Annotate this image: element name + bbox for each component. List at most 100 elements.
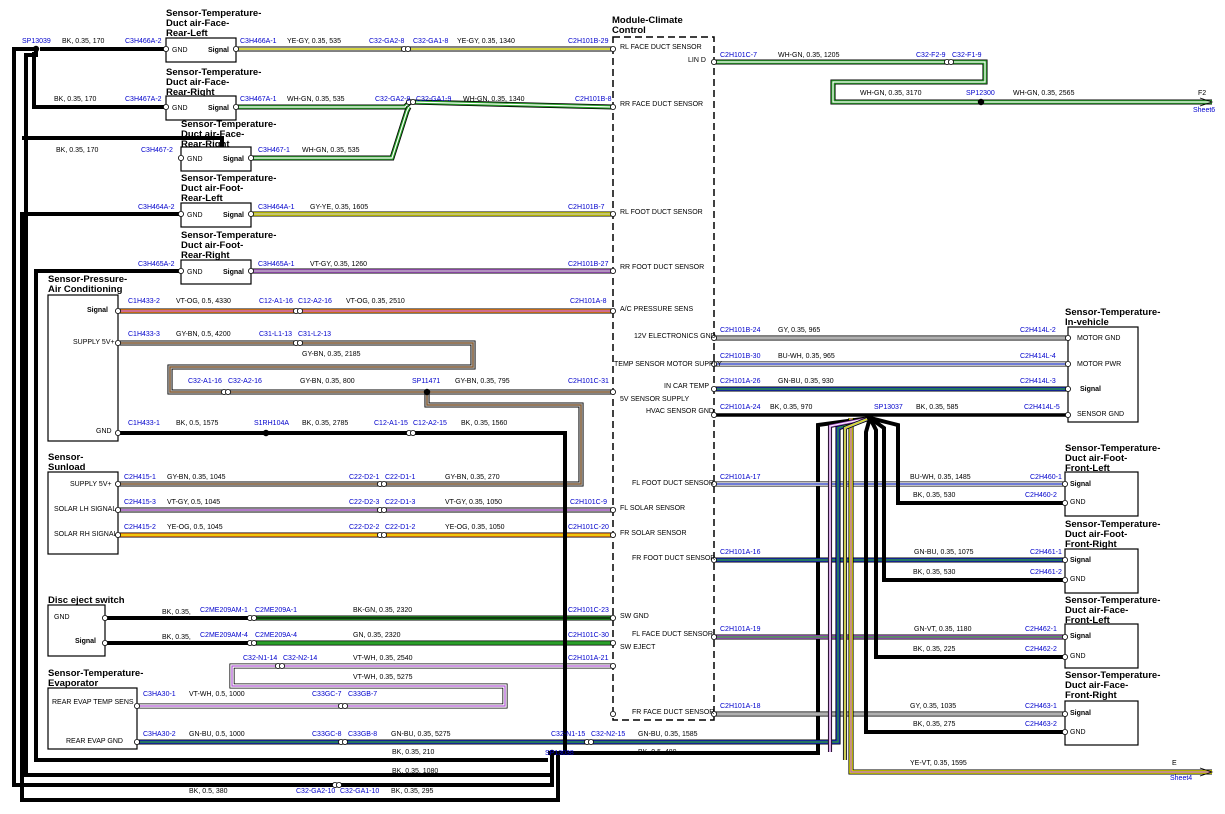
wire-spec-label: BK, 0.35, 530 [913,569,956,576]
wire-spec-label: YE-VT, 0.35, 1595 [910,760,967,767]
connector-label: C3H465A-2 [138,261,175,268]
connector-label: C2H101B-8 [575,96,612,103]
pin-gnd-label: GND [54,614,70,621]
connector-label: C22-D2-2 [349,524,379,531]
wire-bk-rr-face-gnd [32,52,166,109]
sensor-foot-front-right: Sensor-Temperature- Duct air-Foot- Front… [1064,519,1160,594]
wire-bk-fl-face-gnd [868,417,1065,659]
wire-gy-bn-sunload [118,392,584,487]
connector-pin [711,411,718,418]
sensor-box [47,687,138,750]
wire-spec-label: WH-GN, 0.35, 1205 [778,52,840,59]
connector-label: C2H462-2 [1025,646,1057,653]
splice-dot [32,45,40,53]
connector-label: C3H466A-2 [125,38,162,45]
connector-pin [610,532,617,539]
connector-pin [278,663,285,670]
sensor-box [1064,623,1139,669]
title-line: Sensor-Pressure- [48,274,127,285]
wire-spec-label: GY-BN, 0.5, 4200 [176,331,231,338]
title-line: Sensor-Temperature- [1065,443,1160,454]
connector-label: C2H463-2 [1025,721,1057,728]
connector-pin [162,46,169,53]
connector-label: C22-D2-1 [349,474,379,481]
pin-gnd-label: GND [187,269,203,276]
sensor-box [180,202,252,228]
title-line: Duct air-Foot- [1065,529,1127,540]
sensor-box [47,294,119,442]
splice-dot [977,98,985,106]
connector-label: C2H101A-21 [568,655,609,662]
connector-label: C2ME209A-4 [255,632,297,639]
connector-pin [1065,411,1072,418]
connector-pin [1062,499,1069,506]
connector-label: C2H414L-2 [1020,327,1056,334]
connector-label: C2H463-1 [1025,703,1057,710]
connector-label: C2H101A-18 [720,703,761,710]
wire-spec-label: GN-BU, 0.35, 1585 [638,731,698,738]
connector-pin [610,506,617,513]
splice-dot [262,429,270,437]
connector-label: C2ME209A-1 [255,607,297,614]
sensor-box [165,37,237,63]
connector-label: C32-GA1-9 [416,96,452,103]
wire-spec-label: WH-GN, 0.35, 1340 [463,96,525,103]
connector-pin [610,663,617,670]
wire-spec-label: GN-VT, 0.35, 1180 [914,626,972,633]
pin-gnd-label: GND [172,47,188,54]
title-line: Rear-Right [166,87,215,98]
splice-dot [423,388,431,396]
connector-label: C32-A1-16 [188,378,222,385]
connector-pin [341,739,348,746]
connector-label: C32-F1-9 [952,52,982,59]
wire-spec-label: WH-GN, 0.35, 3170 [860,90,922,97]
sensor-box [180,259,252,285]
wire-spec-label: BK, 0.35, 1560 [461,420,507,427]
sensor-box [165,95,237,121]
wire-vt-wh-join [827,415,871,752]
connector-pin [133,739,140,746]
connector-pin [610,46,617,53]
module-pin-label: FR FOOT DUCT SENSOR [632,555,715,562]
components-layer: Module-Climate Control Sensor-Temperatur… [47,8,1160,750]
module-pin-label: FL SOLAR SENSOR [620,505,685,512]
pin-motor-pwr-label: MOTOR PWR [1077,361,1121,368]
sensor-face-rear-right-2: Sensor-Temperature- Duct air-Face- Rear-… [180,119,276,172]
sensor-face-front-right: Sensor-Temperature- Duct air-Face- Front… [1064,670,1160,746]
wire-spec-label: BK, 0.35, 1080 [392,768,438,775]
wire-spec-label: YE-OG, 0.35, 1050 [445,524,505,531]
pin-gnd-label: GND [1070,729,1086,736]
connector-pin [1062,577,1069,584]
wire-spec-label: BK, 0.35, 170 [56,147,99,154]
wire-wh-gn-rr2 [251,105,412,161]
connector-label: C2H101A-19 [720,626,761,633]
wire-spec-label: WH-GN, 0.35, 535 [287,96,345,103]
connector-label: C2H101C-30 [568,632,609,639]
connector-pin [711,480,718,487]
connector-pin [948,59,955,66]
wire-spec-label: BK, 0.35, 275 [913,721,956,728]
connector-pin [711,334,718,341]
title-line: Rear-Left [181,193,224,204]
connector-label: C32-N1-14 [243,655,277,662]
connector-pin [177,210,184,217]
connector-label: C31-L2-13 [298,331,331,338]
module-pin-label: RR FOOT DUCT SENSOR [620,264,704,271]
module-pin-label: HVAC SENSOR GND [646,408,714,415]
connector-pin [610,615,617,622]
wire-spec-label: BK, 0.35, 225 [913,646,956,653]
sensor-box [1064,548,1139,594]
wire-spec-label: GN-BU, 0.35, 5275 [391,731,451,738]
wire-spec-label: BK, 0.35, 2785 [302,420,348,427]
connector-pin [711,711,718,718]
connector-pin [177,154,184,161]
connector-pin [1062,480,1069,487]
module-pin-label: FR SOLAR SENSOR [620,530,687,537]
sensor-face-front-left: Sensor-Temperature- Duct air-Face- Front… [1064,595,1160,669]
wire-spec-label: VT-GY, 0.35, 1050 [445,499,502,506]
title-line: Sensor-Temperature- [181,173,276,184]
wire-spec-label: WH-GN, 0.35, 535 [302,147,360,154]
splice-dot [866,414,874,422]
connector-label: C2H460-2 [1025,492,1057,499]
